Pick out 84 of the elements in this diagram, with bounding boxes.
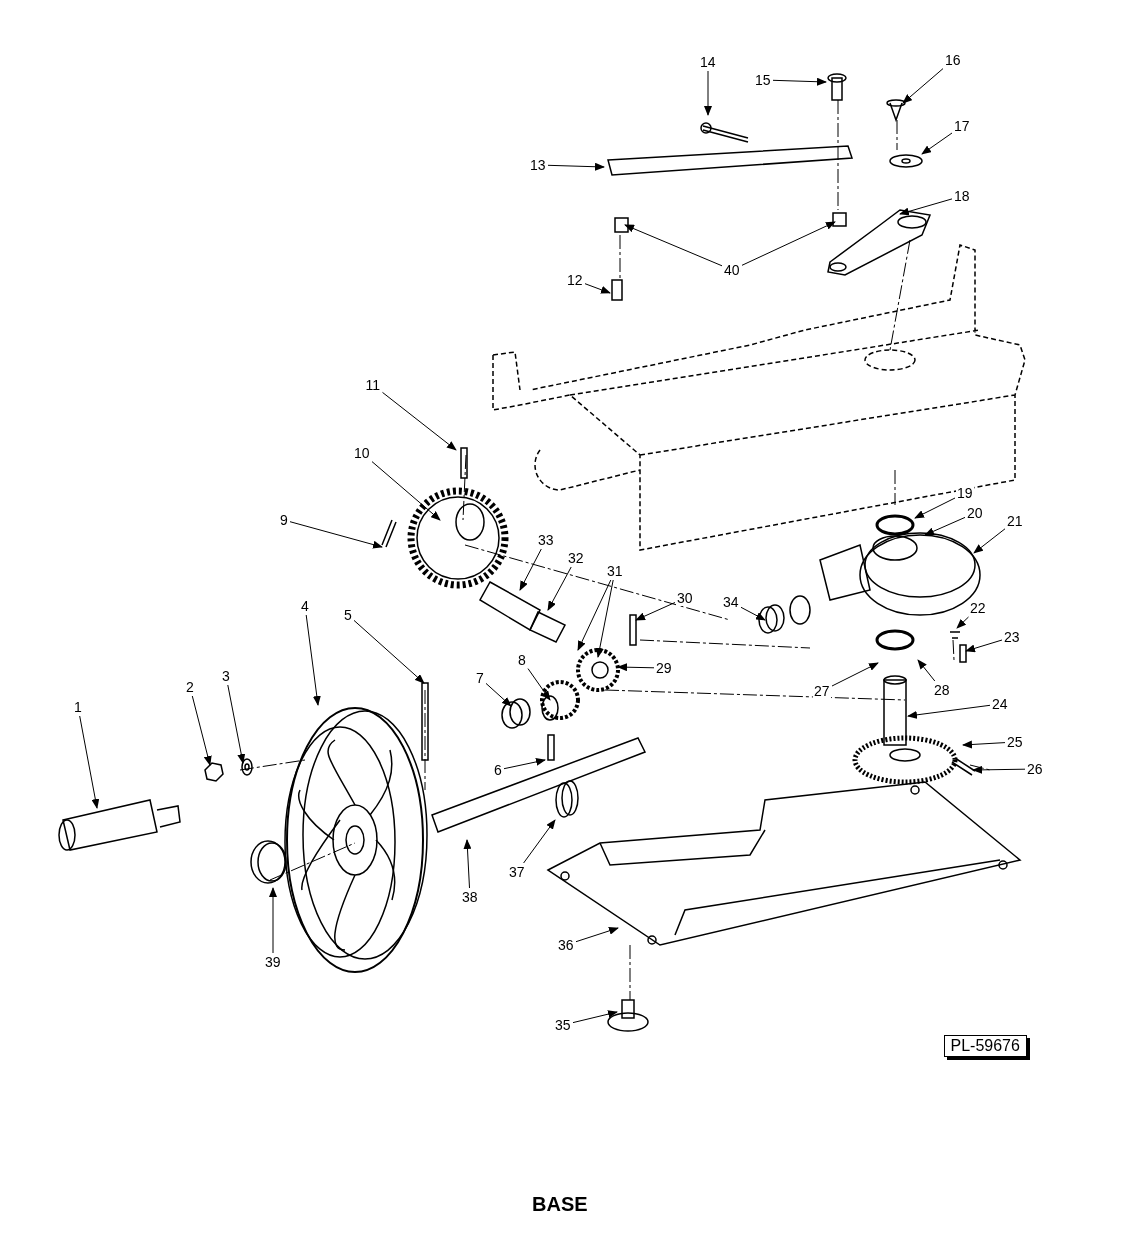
leader-line	[965, 639, 1003, 653]
callout-number: 35	[554, 1017, 572, 1033]
callout-number: 31	[606, 563, 624, 579]
callout-number: 6	[493, 762, 503, 778]
callout-number: 34	[722, 594, 740, 610]
leader-line	[227, 684, 246, 764]
leader-line	[371, 461, 441, 521]
leader-line	[902, 68, 944, 104]
leader-line	[917, 659, 936, 682]
leader-line	[79, 715, 100, 809]
callout-number: 12	[566, 272, 584, 288]
callout-number: 13	[529, 157, 547, 173]
leader-line	[624, 224, 723, 267]
leader-line	[972, 765, 1026, 774]
callout-number: 18	[953, 188, 971, 204]
leader-line	[584, 283, 611, 294]
leader-line	[577, 579, 612, 651]
callout-number: 20	[966, 505, 984, 521]
leader-line	[772, 77, 827, 86]
leader-line	[924, 516, 966, 536]
leader-line	[527, 668, 551, 701]
leader-line	[382, 391, 457, 451]
leader-line	[704, 70, 712, 116]
callout-number: 21	[1006, 513, 1024, 529]
callout-number: 24	[991, 696, 1009, 712]
leader-line	[353, 619, 425, 684]
leader-line	[572, 1010, 618, 1024]
callout-number: 7	[475, 670, 485, 686]
callout-number: 30	[676, 590, 694, 606]
leader-line	[305, 614, 321, 706]
callout-number: 1	[73, 699, 83, 715]
leader-line	[907, 704, 991, 719]
leader-line	[547, 162, 605, 171]
leader-line	[485, 682, 512, 707]
leader-line	[575, 927, 619, 943]
callout-number: 32	[567, 550, 585, 566]
callout-number: 3	[221, 668, 231, 684]
callout-number: 29	[655, 660, 673, 676]
callout-number: 19	[956, 485, 974, 501]
leader-line	[899, 198, 953, 216]
leader-line	[741, 221, 836, 266]
callout-number: 2	[185, 679, 195, 695]
callout-number: 23	[1003, 629, 1021, 645]
leader-line	[269, 887, 277, 954]
leader-line	[463, 839, 472, 889]
title: BASE	[532, 1193, 588, 1216]
callout-number: 22	[969, 600, 987, 616]
callout-number: 39	[264, 954, 282, 970]
callout-number: 4	[300, 598, 310, 614]
leader-line	[831, 662, 879, 687]
callout-number: 10	[353, 445, 371, 461]
leader-line	[962, 740, 1006, 749]
callout-number: 8	[517, 652, 527, 668]
callout-number: 36	[557, 937, 575, 953]
callout-number: 14	[699, 54, 717, 70]
drawing-number: PL-59676	[943, 1035, 1027, 1057]
callout-number: 33	[537, 532, 555, 548]
leader-line	[956, 616, 969, 629]
callout-number: 26	[1026, 761, 1044, 777]
callout-number: 27	[813, 683, 831, 699]
leader-line	[503, 757, 546, 770]
leader-line	[547, 566, 572, 611]
callout-number: 40	[723, 262, 741, 278]
callout-number: 15	[754, 72, 772, 88]
callout-number: 5	[343, 607, 353, 623]
callout-number: 37	[508, 864, 526, 880]
leader-line	[289, 521, 383, 549]
leader-line	[191, 695, 212, 766]
leader-line	[914, 497, 956, 519]
leader-line	[973, 528, 1006, 554]
leader-line	[740, 606, 766, 621]
leader-line	[617, 663, 655, 672]
callout-number: 11	[364, 377, 382, 393]
callout-number: 16	[944, 52, 962, 68]
callout-number: 17	[953, 118, 971, 134]
leader-line	[635, 602, 676, 621]
callout-number: 38	[461, 889, 479, 905]
callout-number: 9	[279, 512, 289, 528]
leader-line	[523, 819, 556, 864]
leader-line	[519, 548, 542, 591]
callout-number: 28	[933, 682, 951, 698]
callout-number: 25	[1006, 734, 1024, 750]
leader-line	[595, 579, 614, 658]
leader-line	[921, 132, 953, 155]
